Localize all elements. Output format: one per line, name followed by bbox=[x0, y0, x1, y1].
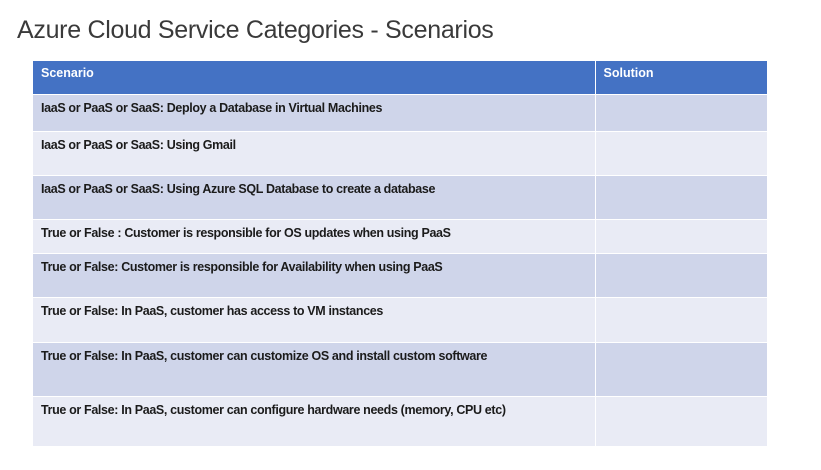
table-row: True or False: In PaaS, customer can cus… bbox=[33, 342, 768, 397]
solution-cell[interactable] bbox=[595, 396, 768, 447]
solution-cell[interactable] bbox=[595, 175, 768, 220]
table-row: True or False: In PaaS, customer has acc… bbox=[33, 297, 768, 343]
solution-cell[interactable] bbox=[595, 219, 768, 254]
scenario-cell: IaaS or PaaS or SaaS: Using Gmail bbox=[33, 131, 596, 176]
table-header-row: Scenario Solution bbox=[33, 61, 768, 95]
table-row: True or False: Customer is responsible f… bbox=[33, 253, 768, 298]
table-row: True or False: In PaaS, customer can con… bbox=[33, 396, 768, 447]
table-row: IaaS or PaaS or SaaS: Using Gmail bbox=[33, 131, 768, 176]
scenario-cell: IaaS or PaaS or SaaS: Using Azure SQL Da… bbox=[33, 175, 596, 220]
solution-cell[interactable] bbox=[595, 297, 768, 343]
solution-cell[interactable] bbox=[595, 131, 768, 176]
column-header-solution: Solution bbox=[595, 61, 768, 95]
solution-cell[interactable] bbox=[595, 94, 768, 132]
scenario-cell: True or False : Customer is responsible … bbox=[33, 219, 596, 254]
solution-cell[interactable] bbox=[595, 342, 768, 397]
scenario-cell: IaaS or PaaS or SaaS: Deploy a Database … bbox=[33, 94, 596, 132]
solution-cell[interactable] bbox=[595, 253, 768, 298]
page-title: Azure Cloud Service Categories - Scenari… bbox=[17, 16, 494, 44]
table-row: IaaS or PaaS or SaaS: Deploy a Database … bbox=[33, 94, 768, 132]
column-header-scenario: Scenario bbox=[33, 61, 596, 95]
scenario-cell: True or False: Customer is responsible f… bbox=[33, 253, 596, 298]
scenario-cell: True or False: In PaaS, customer can cus… bbox=[33, 342, 596, 397]
table-row: IaaS or PaaS or SaaS: Using Azure SQL Da… bbox=[33, 175, 768, 220]
scenario-cell: True or False: In PaaS, customer can con… bbox=[33, 396, 596, 447]
scenario-table: Scenario Solution IaaS or PaaS or SaaS: … bbox=[33, 61, 768, 447]
scenario-cell: True or False: In PaaS, customer has acc… bbox=[33, 297, 596, 343]
table-row: True or False : Customer is responsible … bbox=[33, 219, 768, 254]
